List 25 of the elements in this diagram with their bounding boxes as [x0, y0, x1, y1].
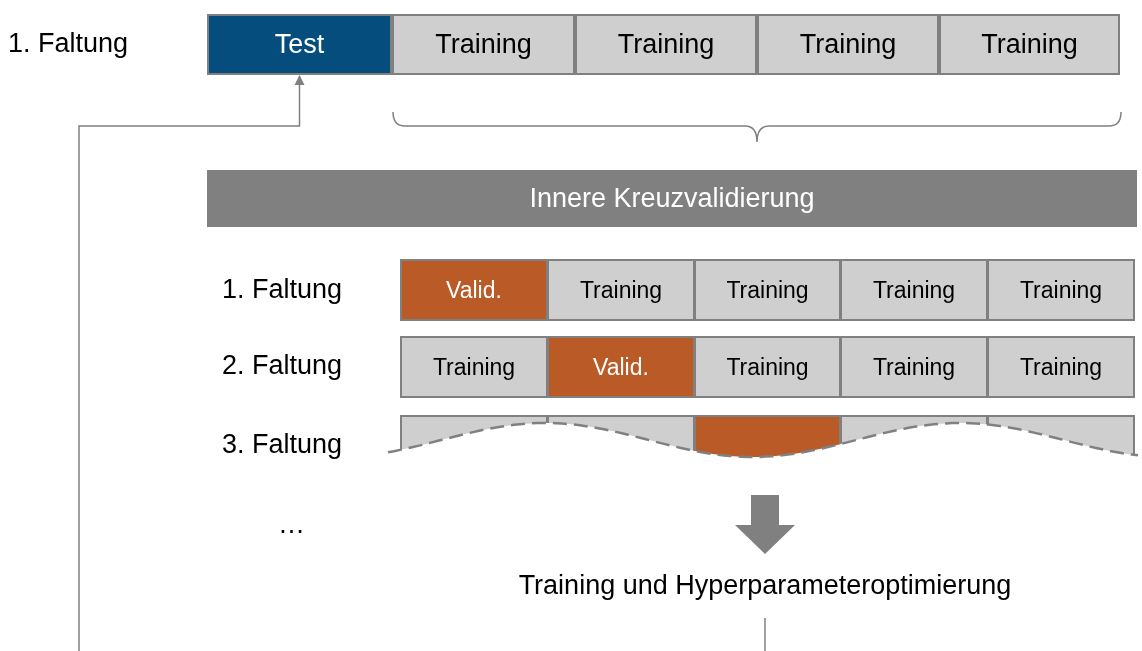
training-fold-cell: Training [400, 336, 548, 398]
ellipsis: … [278, 508, 305, 540]
validation-fold-cell: Valid. [547, 336, 695, 398]
training-fold-cell: Training [694, 259, 841, 321]
training-fold-cell: Training [840, 259, 988, 321]
training-fold-cell: Training [840, 336, 988, 398]
fold-label: 2. Faltung [222, 349, 343, 381]
fold-label: 3. Faltung [222, 428, 343, 460]
fold-label: 1. Faltung [222, 273, 343, 305]
training-fold-cell: Training [987, 336, 1135, 398]
training-fold-cell: Training [694, 336, 841, 398]
section-banner: Innere Kreuzvalidierung [207, 170, 1137, 227]
result-text: Training und Hyperparameteroptimierung [440, 562, 1090, 608]
training-fold-cell: Training [547, 259, 695, 321]
training-fold-cell: Training [392, 14, 575, 75]
block-arrow [735, 495, 795, 554]
training-fold-cell: Training [939, 14, 1120, 75]
test-fold-cell: Test [207, 14, 392, 75]
connector-line [764, 617, 766, 651]
training-fold-cell: Training [575, 14, 757, 75]
training-fold-cell: Training [757, 14, 939, 75]
training-fold-cell: Training [987, 259, 1135, 321]
fold-label: 1. Faltung [8, 27, 129, 59]
arrow [78, 74, 305, 651]
validation-fold-cell: Valid. [400, 259, 548, 321]
